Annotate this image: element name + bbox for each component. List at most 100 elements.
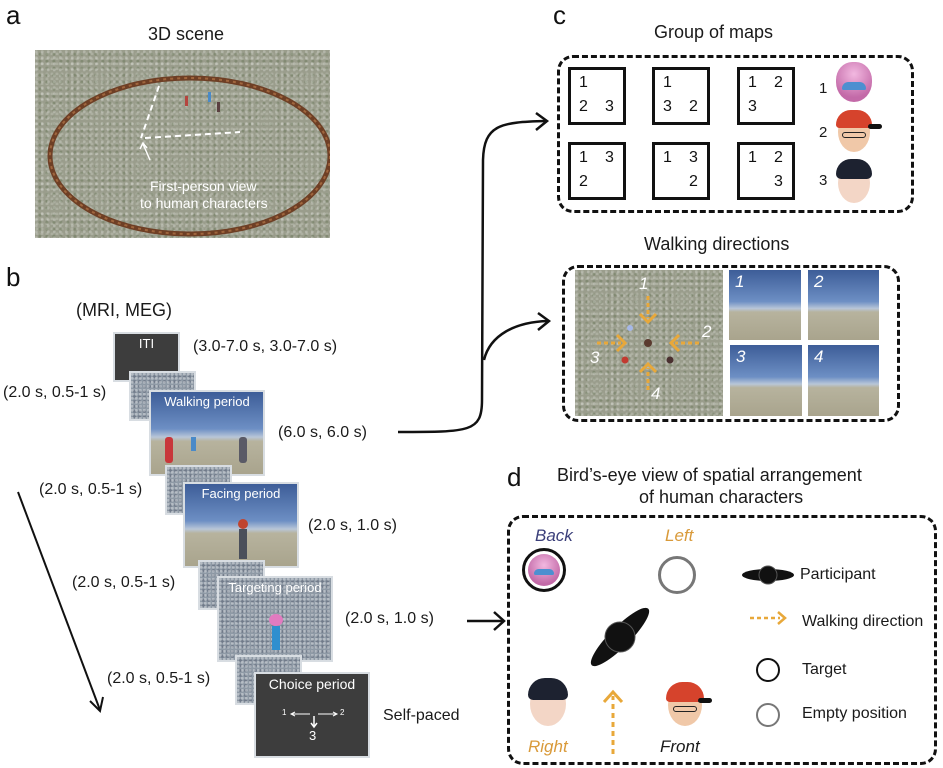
timing-noise-1: (2.0 s, 0.5-1 s): [3, 384, 107, 401]
view-1-image: 1: [729, 270, 801, 340]
frame-title-facing: Facing period: [201, 486, 281, 501]
red-cap-character-icon: [836, 110, 882, 152]
panel-b-label: b: [6, 262, 21, 292]
frame-walking: Walking period: [149, 390, 265, 476]
back-label: Back: [535, 526, 573, 545]
panel-a-label: a: [6, 0, 21, 30]
map-cell-bottom-left: 3: [663, 98, 672, 115]
legend-participant: Participant: [800, 566, 876, 583]
arrow-to-panel-c: [397, 111, 552, 434]
character-3-number: 3: [819, 172, 828, 189]
view-1-label: 1: [735, 272, 745, 291]
view-4-label: 4: [814, 347, 824, 366]
panel-c-label: c: [553, 0, 566, 30]
participant-icon: [742, 565, 794, 585]
participant-rotated-icon: [590, 607, 650, 667]
map-cell-bottom-right: 2: [689, 98, 698, 115]
choice-arrows-icon: [289, 711, 339, 729]
map-cell-bottom-left: 3: [748, 98, 757, 115]
view-2-label: 2: [814, 272, 824, 291]
legend-empty-position: Empty position: [802, 705, 907, 722]
annotation-line-1: First-person view: [150, 178, 257, 194]
right-label: Right: [528, 737, 568, 756]
character-1-number: 1: [819, 80, 828, 97]
map-cell-top-left: 1: [748, 149, 757, 166]
map-cell-bottom-right: 3: [774, 173, 783, 190]
character-body-icon: [239, 529, 247, 559]
red-cap-character-front-icon: [666, 682, 712, 726]
direction-3-label: 3: [590, 348, 600, 367]
character-blue-icon: [191, 437, 196, 451]
map-cell-top-right: 3: [605, 149, 614, 166]
walking-direction-arrows: [597, 296, 699, 390]
frame-title-walking: Walking period: [164, 394, 250, 409]
timing-targeting: (2.0 s, 1.0 s): [345, 610, 434, 627]
view-3-label: 3: [736, 347, 746, 366]
direction-2-label: 2: [702, 322, 712, 341]
target-icon: [756, 658, 780, 682]
choice-right-number: 2: [340, 708, 345, 717]
view-4-image: 4: [808, 345, 879, 416]
target-back-icon: [522, 548, 566, 592]
character-dot-icon: [666, 356, 674, 364]
character-dot-icon: [621, 356, 629, 364]
map-cell-bottom-right: 2: [689, 173, 698, 190]
walking-directions-box: [562, 265, 900, 422]
time-arrow-icon: [17, 491, 104, 714]
maps-group-box: [557, 55, 914, 213]
character-head-icon: [238, 519, 248, 529]
top-down-arena-image: 1 2 3 4: [575, 270, 723, 416]
choice-left-number: 1: [282, 708, 287, 717]
maps-title: Group of maps: [654, 22, 774, 42]
direction-1-label: 1: [639, 274, 649, 293]
map-cell-top-left: 1: [748, 74, 757, 91]
timing-facing: (2.0 s, 1.0 s): [308, 517, 397, 534]
panel-a-title: 3D scene: [148, 24, 225, 44]
view-3-image: 3: [730, 345, 802, 416]
walking-direction-legend-icon: [750, 611, 787, 625]
empty-position-icon: [756, 703, 780, 727]
map-cell-top-right: 3: [689, 149, 698, 166]
panel-d-title-line-1: Bird’s-eye view of spatial arrangement: [557, 465, 862, 485]
timing-noise-2: (2.0 s, 0.5-1 s): [39, 481, 143, 498]
empty-position-left-icon: [658, 556, 696, 594]
choice-down-number: 3: [309, 728, 317, 743]
left-label: Left: [665, 526, 694, 545]
walking-directions-title: Walking directions: [644, 234, 790, 254]
frame-targeting: Targeting period: [217, 576, 333, 662]
map-cell-bottom-left: 2: [579, 98, 588, 115]
map-cell-top-right: 2: [774, 149, 783, 166]
birds-eye-box: [507, 515, 937, 765]
map-cell-bottom-right: 3: [605, 98, 614, 115]
frame-choice: Choice period 1 2 3: [254, 672, 370, 758]
timing-walking: (6.0 s, 6.0 s): [278, 424, 367, 441]
view-2-image: 2: [808, 270, 879, 340]
map-cell-top-left: 1: [663, 74, 672, 91]
dark-hair-character-right-icon: [528, 678, 568, 726]
scene-3d-image: First-person view to human characters: [35, 50, 330, 238]
fence-ring-icon: [47, 75, 330, 237]
timing-noise-4: (2.0 s, 0.5-1 s): [107, 670, 211, 687]
map-cell-top-left: 1: [663, 149, 672, 166]
frame-title-choice: Choice period: [268, 676, 356, 692]
character-pink-body-icon: [272, 626, 280, 650]
frame-title-targeting: Targeting period: [228, 580, 322, 595]
dark-hair-character-icon: [836, 159, 872, 203]
legend-walking-direction: Walking direction: [802, 613, 924, 630]
map-cell-top-left: 1: [579, 149, 588, 166]
arrow-to-panel-d: [467, 611, 506, 631]
map-cell-bottom-left: 2: [579, 173, 588, 190]
character-red-icon: [165, 437, 173, 463]
pink-hair-character-icon: [836, 62, 872, 102]
modalities-label: (MRI, MEG): [76, 300, 172, 320]
timing-noise-3: (2.0 s, 0.5-1 s): [72, 574, 176, 591]
front-label: Front: [660, 737, 700, 756]
character-2-number: 2: [819, 124, 828, 141]
timing-choice: Self-paced: [383, 707, 460, 724]
participant-dot-icon: [644, 339, 652, 347]
